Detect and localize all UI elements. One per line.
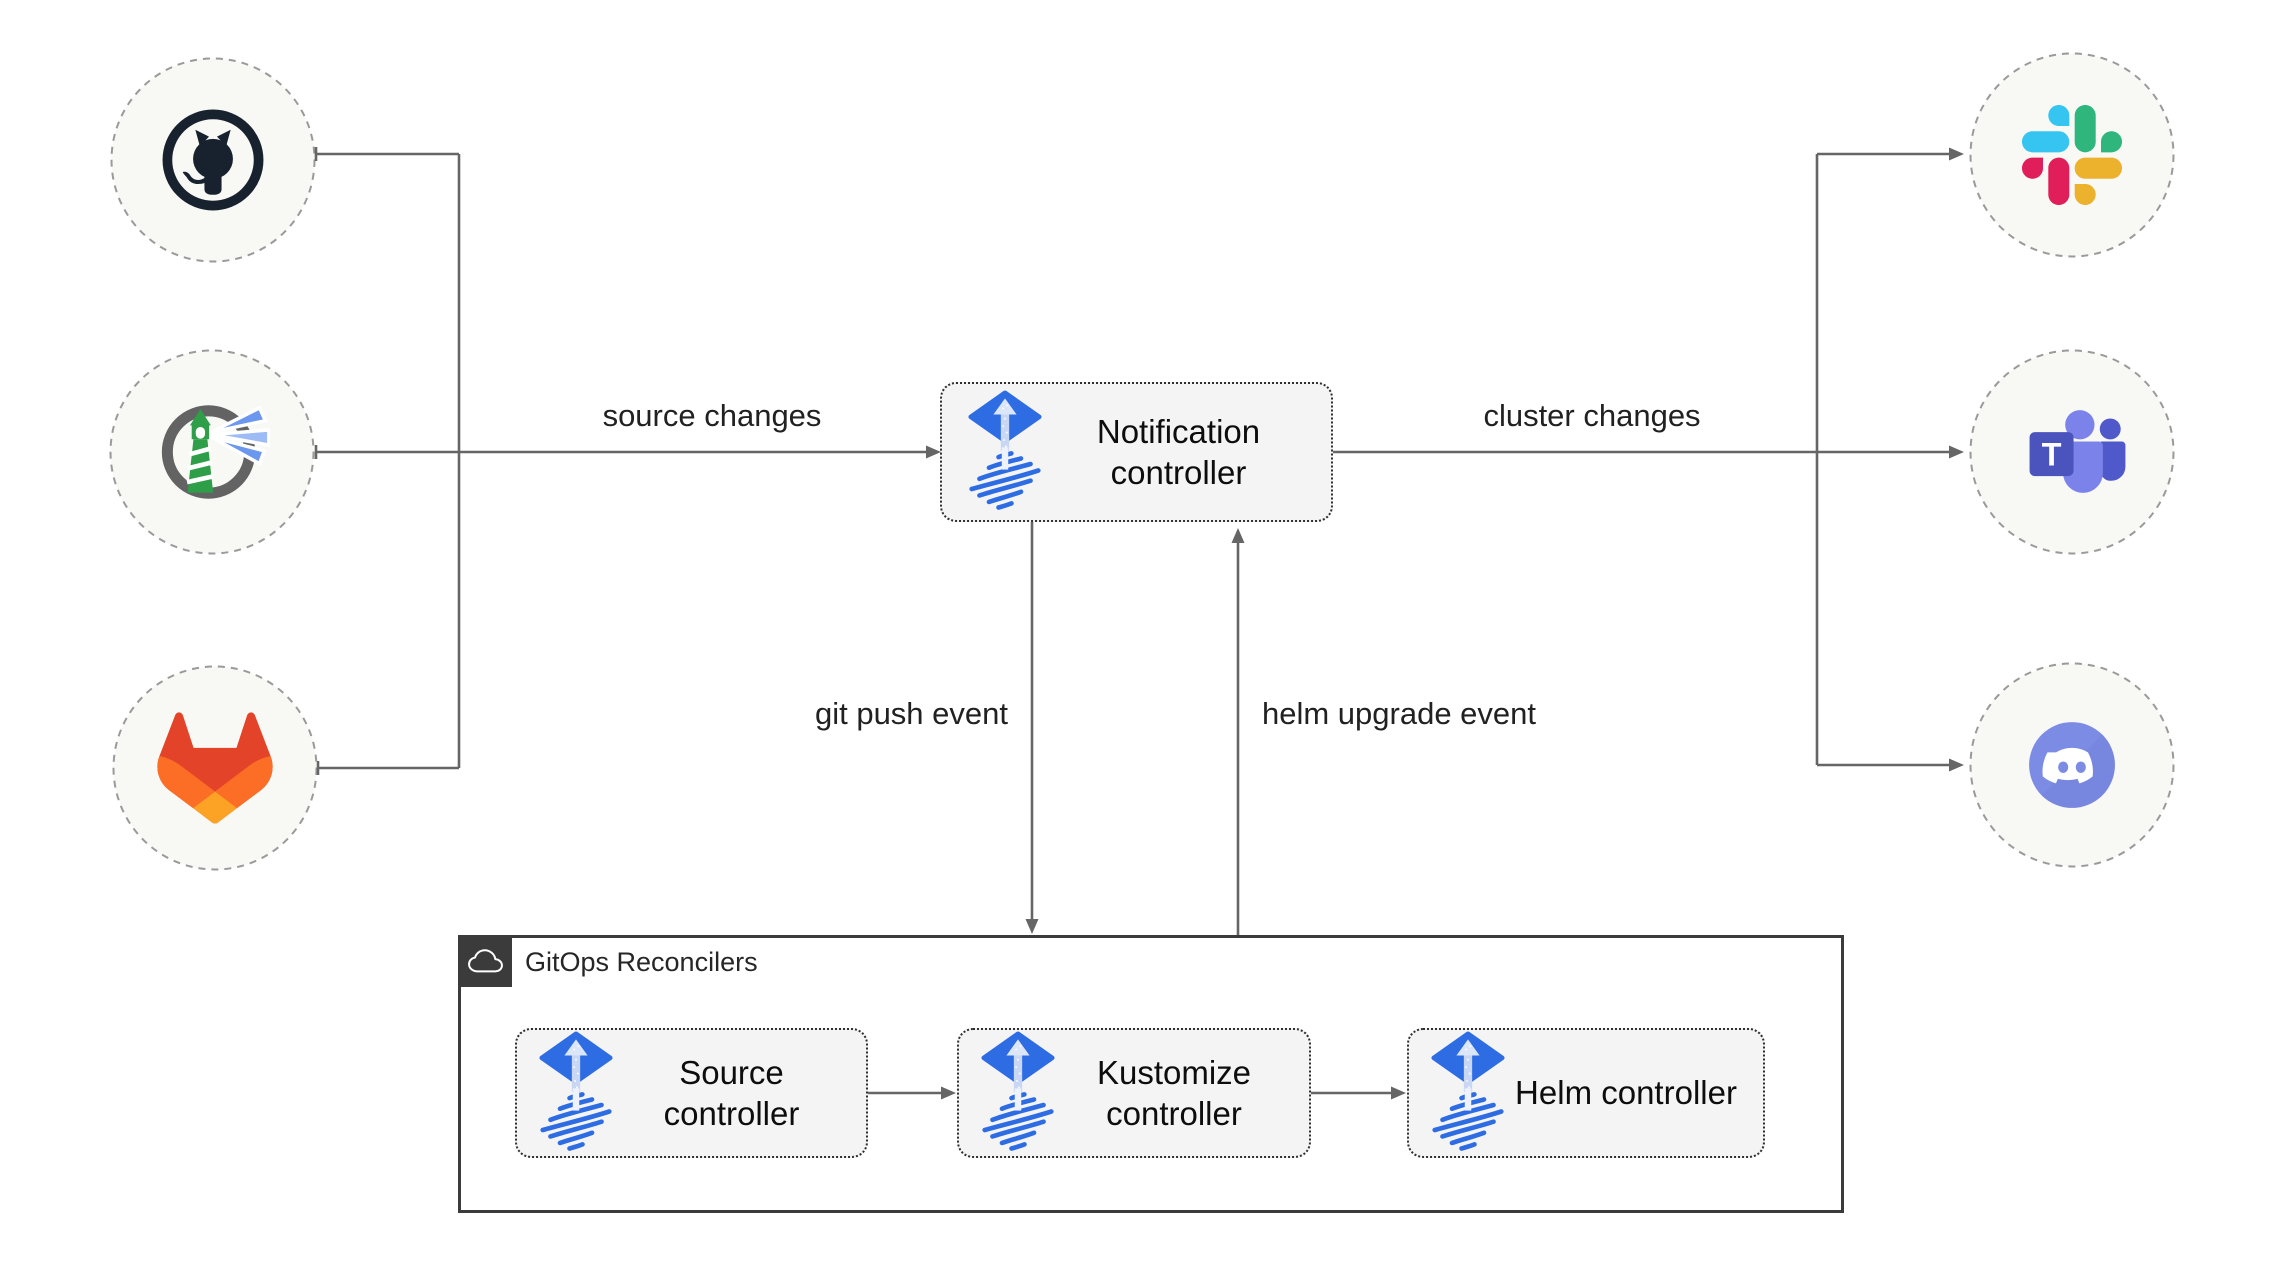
- node-lighthouse: [109, 349, 315, 555]
- gitlab-icon: [156, 708, 274, 828]
- source-controller-box: Source controller: [515, 1028, 868, 1158]
- edge-label-cluster-changes: cluster changes: [1483, 398, 1701, 433]
- svg-text:T: T: [2042, 437, 2062, 473]
- dashed-circle: [1969, 52, 2175, 258]
- node-discord: [1969, 662, 2175, 868]
- dashed-circle: [109, 349, 315, 555]
- cloud-badge: [458, 935, 512, 987]
- source-controller-label: Source controller: [663, 1053, 800, 1132]
- notification-controller-label: Notification controller: [1096, 412, 1261, 491]
- flux-icon: [539, 1031, 613, 1155]
- kustomize-controller-box: Kustomize controller: [957, 1028, 1311, 1158]
- lighthouse-icon: [154, 394, 270, 510]
- gitops-reconcilers-container: GitOps Reconcilers Source controller Kus…: [458, 935, 1844, 1213]
- notification-controller-box: Notification controller: [940, 382, 1333, 522]
- slack-icon: [2022, 105, 2122, 205]
- node-teams: T: [1969, 349, 2175, 555]
- kustomize-controller-label: Kustomize controller: [1096, 1053, 1252, 1132]
- helm-controller-box: Helm controller: [1407, 1028, 1765, 1158]
- edge-label-helm-upgrade-event: helm upgrade event: [1262, 696, 1537, 731]
- helm-controller-label: Helm controller: [1515, 1074, 1737, 1112]
- node-github: [110, 57, 316, 263]
- discord-icon: [2017, 710, 2127, 820]
- gitops-reconcilers-label: GitOps Reconcilers: [525, 947, 758, 977]
- flux-icon: [1431, 1031, 1505, 1155]
- edge-label-source-changes: source changes: [602, 398, 822, 433]
- flux-icon: [981, 1031, 1055, 1155]
- edge-label-git-push-event: git push event: [814, 696, 1008, 731]
- github-icon: [156, 103, 270, 217]
- cloud-icon: [467, 948, 504, 974]
- node-gitlab: [112, 665, 318, 871]
- teams-icon: T: [2017, 400, 2127, 505]
- node-slack: [1969, 52, 2175, 258]
- flux-icon: [968, 390, 1042, 514]
